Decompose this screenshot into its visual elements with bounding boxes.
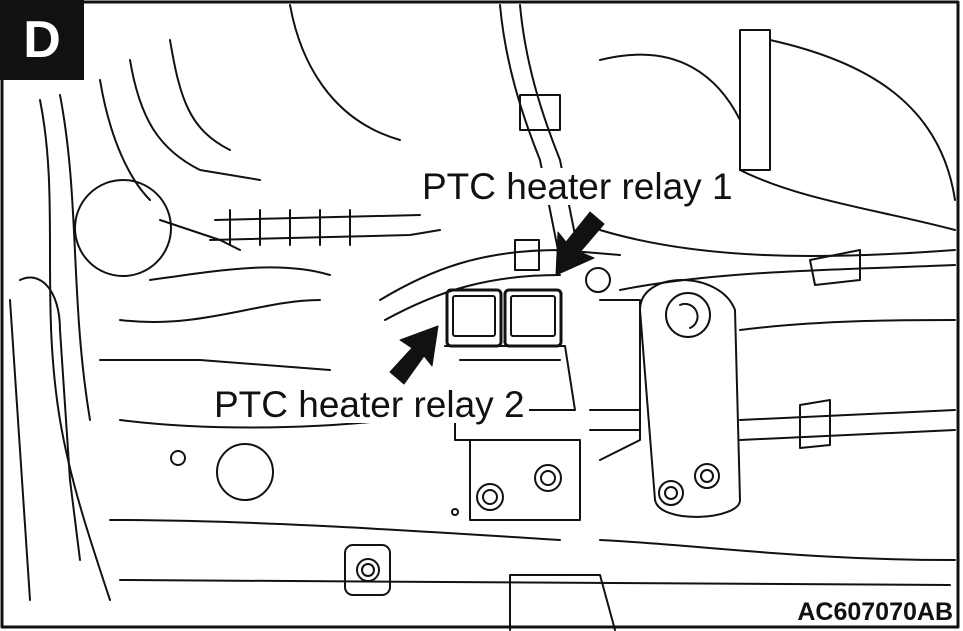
callout-ptc-heater-relay-1: PTC heater relay 1 [418,168,737,205]
bracket [589,279,956,518]
arrow-relay-1 [555,211,605,276]
lower-components [344,539,956,631]
upper-components [209,4,956,321]
view-letter-badge: D [0,0,84,80]
figure-code: AC607070AB [797,598,953,626]
callout-ptc-heater-relay-2: PTC heater relay 2 [210,386,529,423]
arrow-relay-2 [389,325,439,385]
left-panel [9,39,951,601]
